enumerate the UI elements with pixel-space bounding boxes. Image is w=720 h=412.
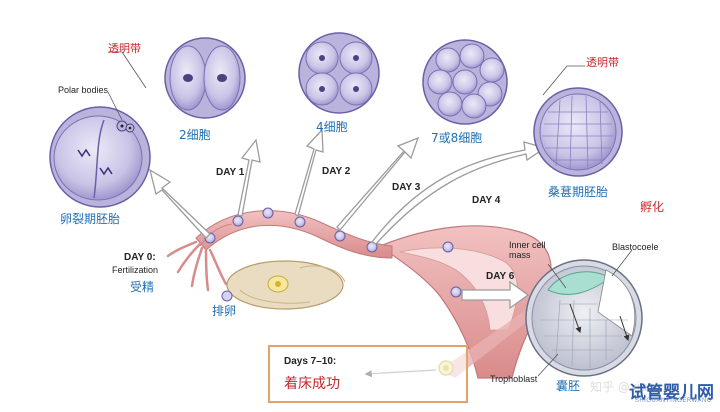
zona-pellucida-label-right: 透明带 (586, 56, 619, 69)
implantation-box: Days 7–10: 着床成功 (268, 345, 468, 403)
polar-bodies (116, 120, 135, 133)
day4-label: DAY 4 (472, 195, 501, 206)
site-logo: 试管婴儿网 (629, 383, 714, 403)
embryo-morula (533, 87, 623, 177)
morula-label: 桑葚期胚胎 (548, 185, 609, 199)
pointer-lines (107, 51, 633, 377)
four-cell-label: 4细胞 (316, 120, 348, 134)
hatching-label: 孵化 (640, 200, 665, 214)
zona-pellucida-label-left: 透明带 (108, 42, 141, 55)
site-logo-url: SHIGUANYINGERWANG (634, 398, 712, 404)
embryo-4-cell (298, 32, 380, 114)
cleavage-embryo-label: 卵裂期胚胎 (60, 212, 121, 226)
day6-label: DAY 6 (486, 271, 515, 282)
tube-embryos (204, 207, 462, 298)
embryo-zygote (49, 106, 151, 208)
inner-cell-mass-label: Inner cell mass (509, 240, 546, 261)
polar-bodies-label: Polar bodies (58, 85, 109, 95)
watermark: 知乎 @xiaoh... (590, 380, 674, 394)
ovary (226, 260, 346, 310)
blastocyst-label: 囊胚 (556, 379, 581, 393)
fertilization-label: Fertilization (112, 265, 159, 275)
seven-eight-cell-label: 7或8细胞 (431, 131, 483, 145)
ovulated-egg (221, 290, 233, 302)
fimbriae (166, 240, 228, 292)
day0-label: DAY 0: (124, 252, 156, 263)
day2-label: DAY 2 (322, 166, 351, 177)
fallopian-tube (195, 210, 393, 259)
embryo-2-cell (164, 37, 246, 119)
embryo-8-cell (422, 39, 508, 125)
ovulation-label: 排卵 (212, 304, 237, 318)
embryo-blastocyst (525, 259, 643, 377)
stage-arrows (148, 128, 547, 310)
blastocyst-arrows (569, 303, 630, 342)
fertilization-cn-label: 受精 (130, 280, 155, 294)
two-cell-label: 2细胞 (179, 128, 211, 142)
days-7-10-label: Days 7–10: (284, 356, 337, 367)
day3-label: DAY 3 (392, 182, 421, 193)
implantation-label: 着床成功 (284, 376, 340, 392)
blastocoele-label: Blastocoele (612, 242, 659, 252)
trophoblast-label: Trophoblast (490, 374, 538, 384)
day1-label: DAY 1 (216, 167, 245, 178)
